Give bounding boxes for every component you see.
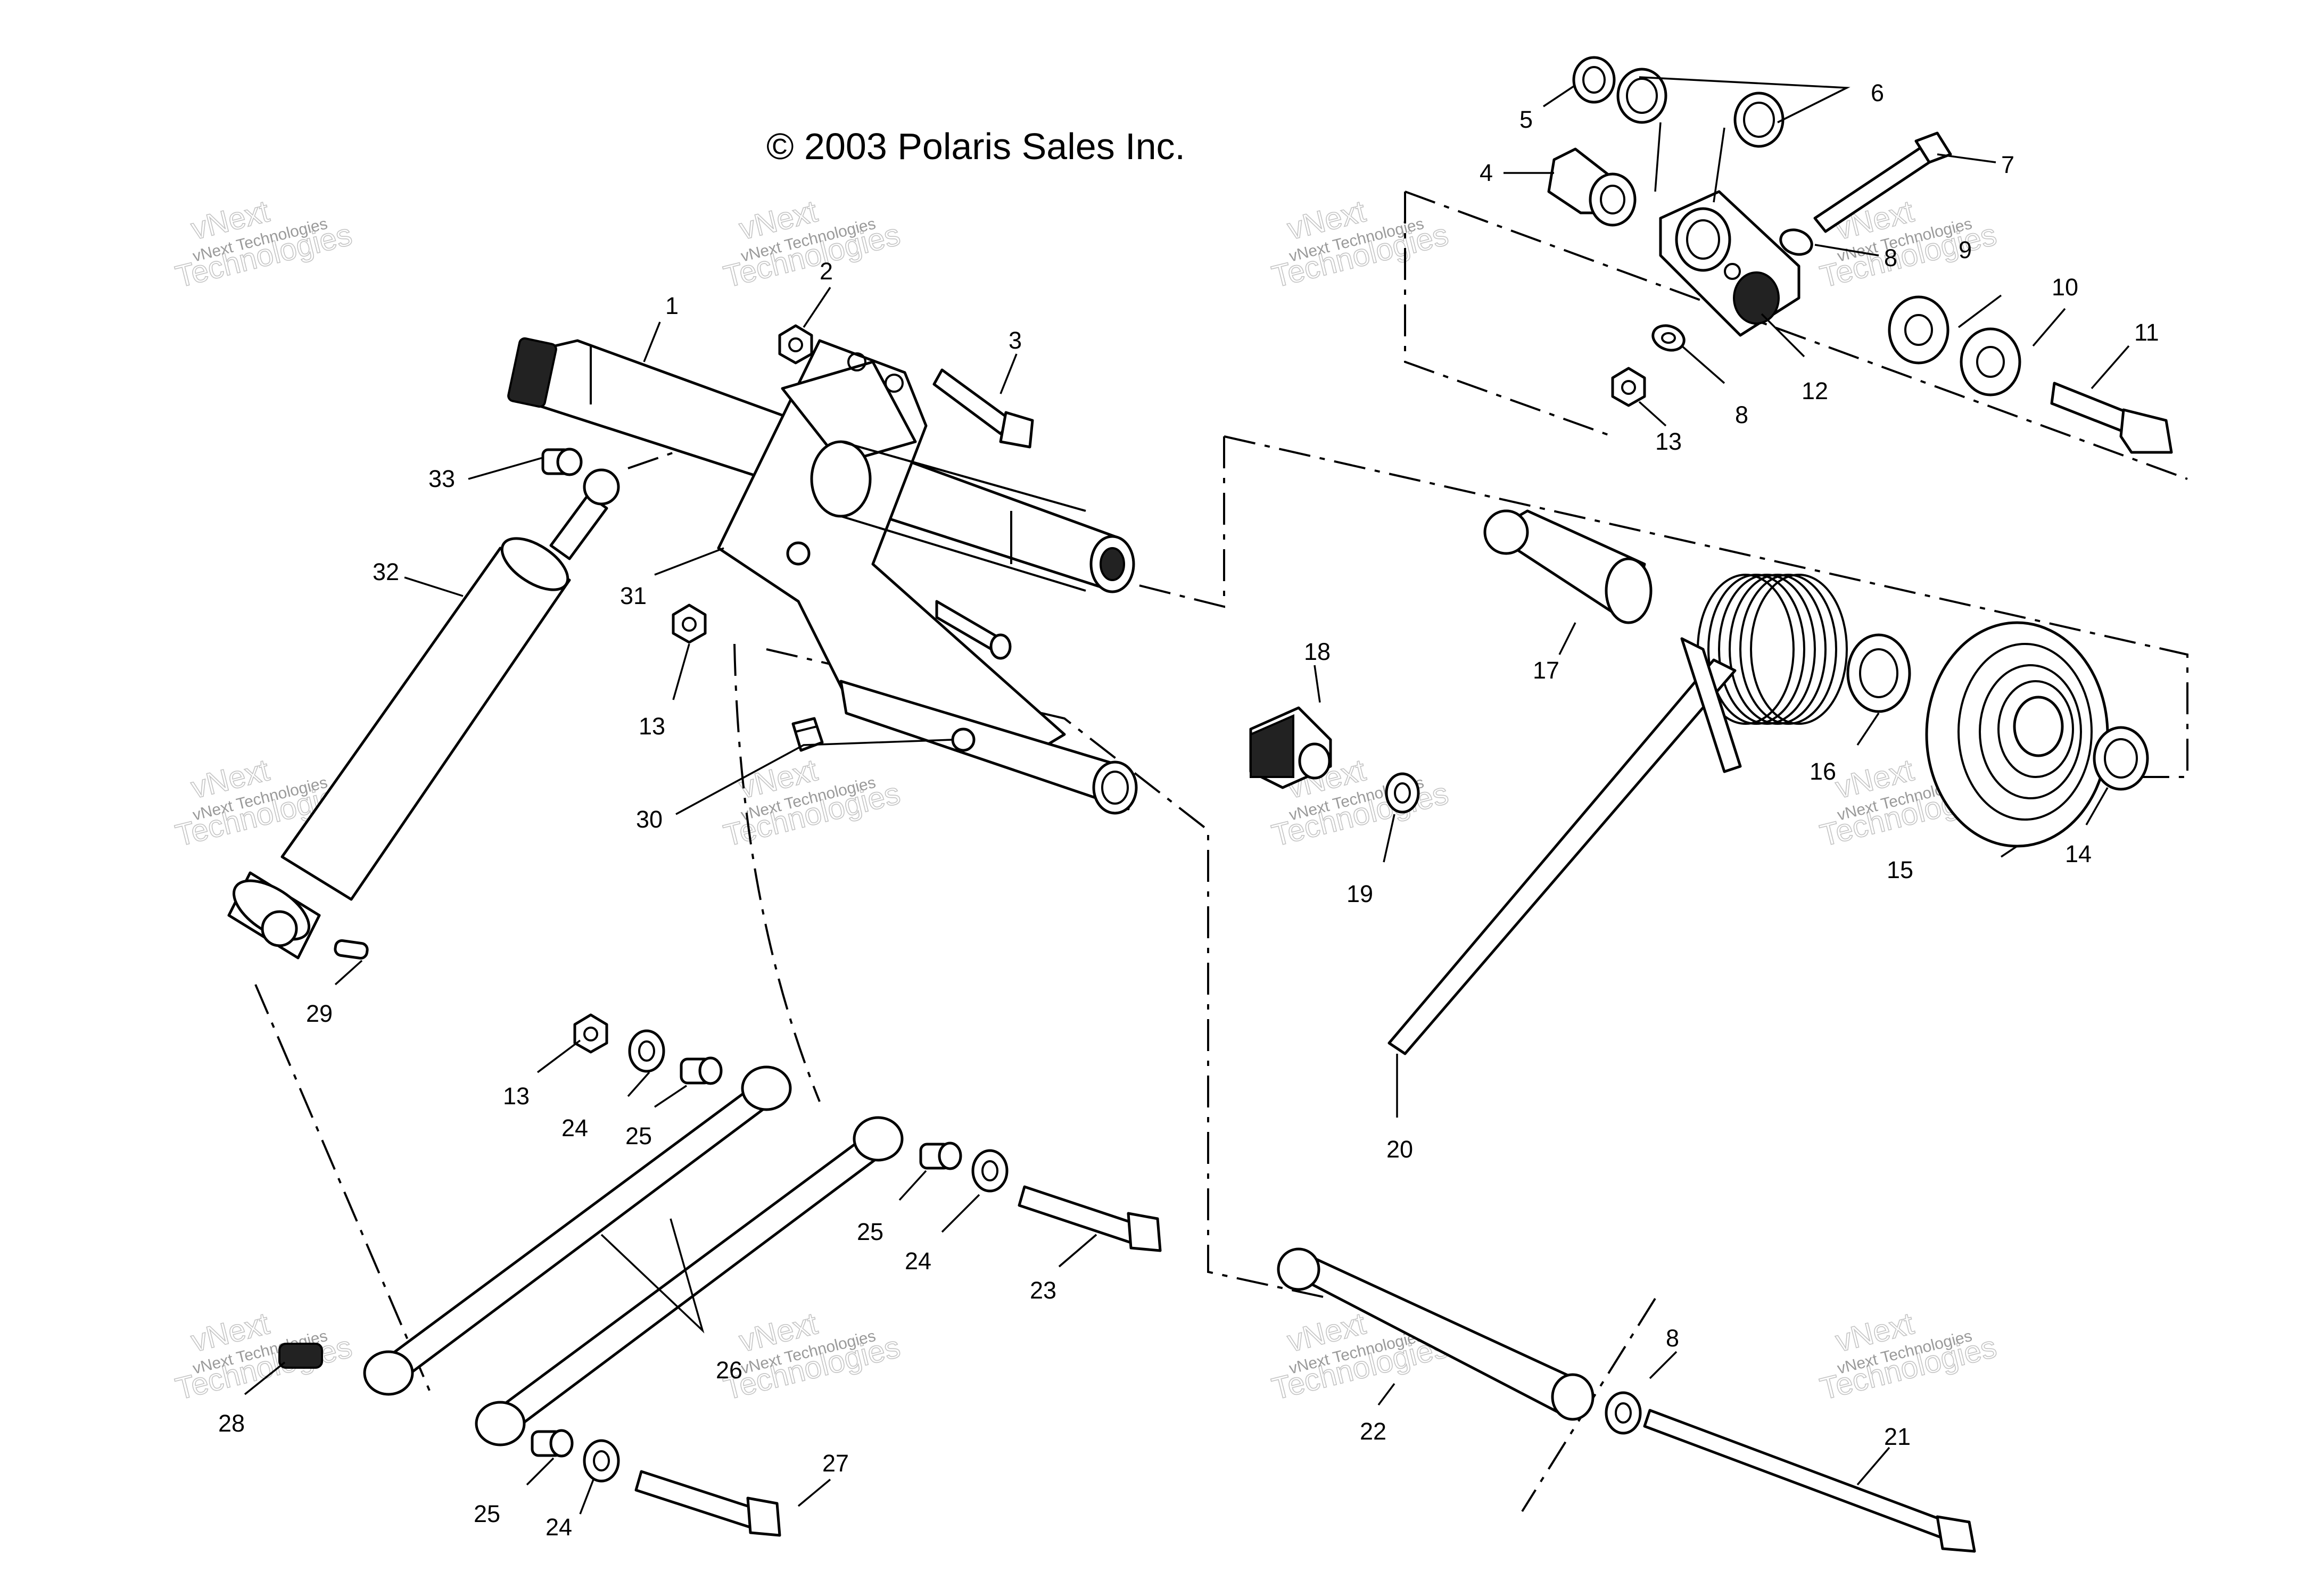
callout-11: 11 <box>2134 319 2159 346</box>
assembly-guide-lines <box>254 191 2188 1512</box>
callout-13-middle: 13 <box>639 713 665 740</box>
bushing <box>531 1429 574 1458</box>
callout-13-lower: 13 <box>503 1082 530 1110</box>
nut <box>672 603 707 644</box>
callout-24-lower: 24 <box>546 1514 572 1541</box>
flanged-bushing <box>1547 147 1637 227</box>
callout-1: 1 <box>665 292 679 319</box>
pin <box>334 939 369 960</box>
nut <box>1611 367 1646 407</box>
callout-30: 30 <box>636 806 663 833</box>
callout-8-lower: 8 <box>1666 1325 1679 1352</box>
washer <box>1651 324 1686 352</box>
bushing <box>919 1142 962 1170</box>
callout-14: 14 <box>2065 840 2092 867</box>
callout-31: 31 <box>620 582 647 609</box>
bolt <box>634 1470 781 1537</box>
nut <box>778 324 813 365</box>
callout-25-right: 25 <box>857 1218 883 1245</box>
pivot-block <box>1659 190 1800 337</box>
callout-19: 19 <box>1347 880 1373 907</box>
grease-fitting <box>791 717 824 752</box>
spacer <box>1733 92 1785 148</box>
callout-24-left: 24 <box>561 1114 588 1142</box>
rubber-bumper <box>1249 706 1332 789</box>
bolt <box>1018 1185 1162 1252</box>
washer <box>1605 1391 1642 1435</box>
copyright-notice: © 2003 Polaris Sales Inc. <box>766 126 1185 167</box>
callout-29: 29 <box>306 1000 333 1027</box>
callout-18: 18 <box>1304 638 1331 665</box>
callout-9: 9 <box>1959 236 1972 263</box>
rear-tube <box>1277 1247 1595 1421</box>
bolt <box>932 368 1034 449</box>
watermark: Technologies vNext vNext Technologies <box>720 752 904 853</box>
shoulder-bolt <box>2050 382 2173 454</box>
callout-26: 26 <box>716 1357 742 1384</box>
callout-5: 5 <box>1519 106 1533 133</box>
nut <box>573 1013 608 1054</box>
callout-25-left: 25 <box>625 1122 652 1150</box>
washer <box>628 1029 665 1073</box>
callout-8-upper: 8 <box>1884 244 1897 271</box>
callout-20: 20 <box>1386 1136 1413 1163</box>
callout-33: 33 <box>428 465 455 492</box>
callout-24-right: 24 <box>905 1247 931 1275</box>
watermark: Technologies vNext vNext Technologies <box>1816 193 2001 294</box>
callout-28: 28 <box>218 1410 245 1437</box>
spacer <box>1616 68 1667 124</box>
callout-17: 17 <box>1533 657 1559 684</box>
washer <box>971 1149 1009 1193</box>
washer <box>1846 633 1911 713</box>
torsion-spring <box>1387 574 1848 1055</box>
watermark: Technologies vNext vNext Technologies <box>720 193 904 294</box>
washer <box>1888 295 1949 365</box>
bearing <box>2093 726 2149 791</box>
long-bolt <box>1643 1409 1976 1553</box>
callout-10: 10 <box>2052 274 2078 301</box>
callout-labels: 1 2 3 4 5 6 7 8 9 10 11 12 8 13 17 18 16… <box>218 79 2159 1541</box>
link-arm <box>475 1116 904 1446</box>
callout-2: 2 <box>820 258 833 285</box>
callout-4: 4 <box>1480 159 1493 186</box>
callout-27: 27 <box>822 1450 849 1477</box>
callout-8-middle: 8 <box>1735 401 1748 428</box>
shock-absorber <box>227 468 620 960</box>
callout-12: 12 <box>1802 377 1828 404</box>
leader-lines <box>244 76 2130 1515</box>
callout-3: 3 <box>1009 327 1022 354</box>
bushing <box>278 1343 323 1369</box>
swing-arm-bracket <box>717 339 1138 815</box>
callout-25-lower: 25 <box>474 1500 500 1527</box>
callout-22: 22 <box>1360 1418 1386 1445</box>
idler-wheel <box>1925 621 2109 848</box>
washer <box>1960 327 2021 396</box>
callout-6: 6 <box>1871 79 1884 106</box>
bushing <box>680 1056 723 1085</box>
callout-7: 7 <box>2001 151 2014 178</box>
callout-15: 15 <box>1887 856 1913 883</box>
watermark: Technologies vNext vNext Technologies <box>172 1305 356 1407</box>
washer <box>583 1439 620 1483</box>
tube-spacer <box>1483 509 1653 624</box>
bushing <box>541 448 583 476</box>
callout-32: 32 <box>373 558 399 585</box>
callout-21: 21 <box>1884 1423 1911 1450</box>
washer <box>1779 228 1813 256</box>
washer <box>1385 772 1420 814</box>
callout-16: 16 <box>1810 758 1836 785</box>
link-arm <box>363 1065 792 1396</box>
watermark: Technologies vNext vNext Technologies <box>172 193 356 294</box>
watermark: Technologies vNext vNext Technologies <box>720 1305 904 1407</box>
watermark: Technologies vNext vNext Technologies <box>1268 193 1452 294</box>
callout-13-upper: 13 <box>1655 428 1682 455</box>
watermark: Technologies vNext vNext Technologies <box>1816 1305 2001 1407</box>
washer <box>1572 56 1616 104</box>
callout-23: 23 <box>1030 1277 1056 1304</box>
